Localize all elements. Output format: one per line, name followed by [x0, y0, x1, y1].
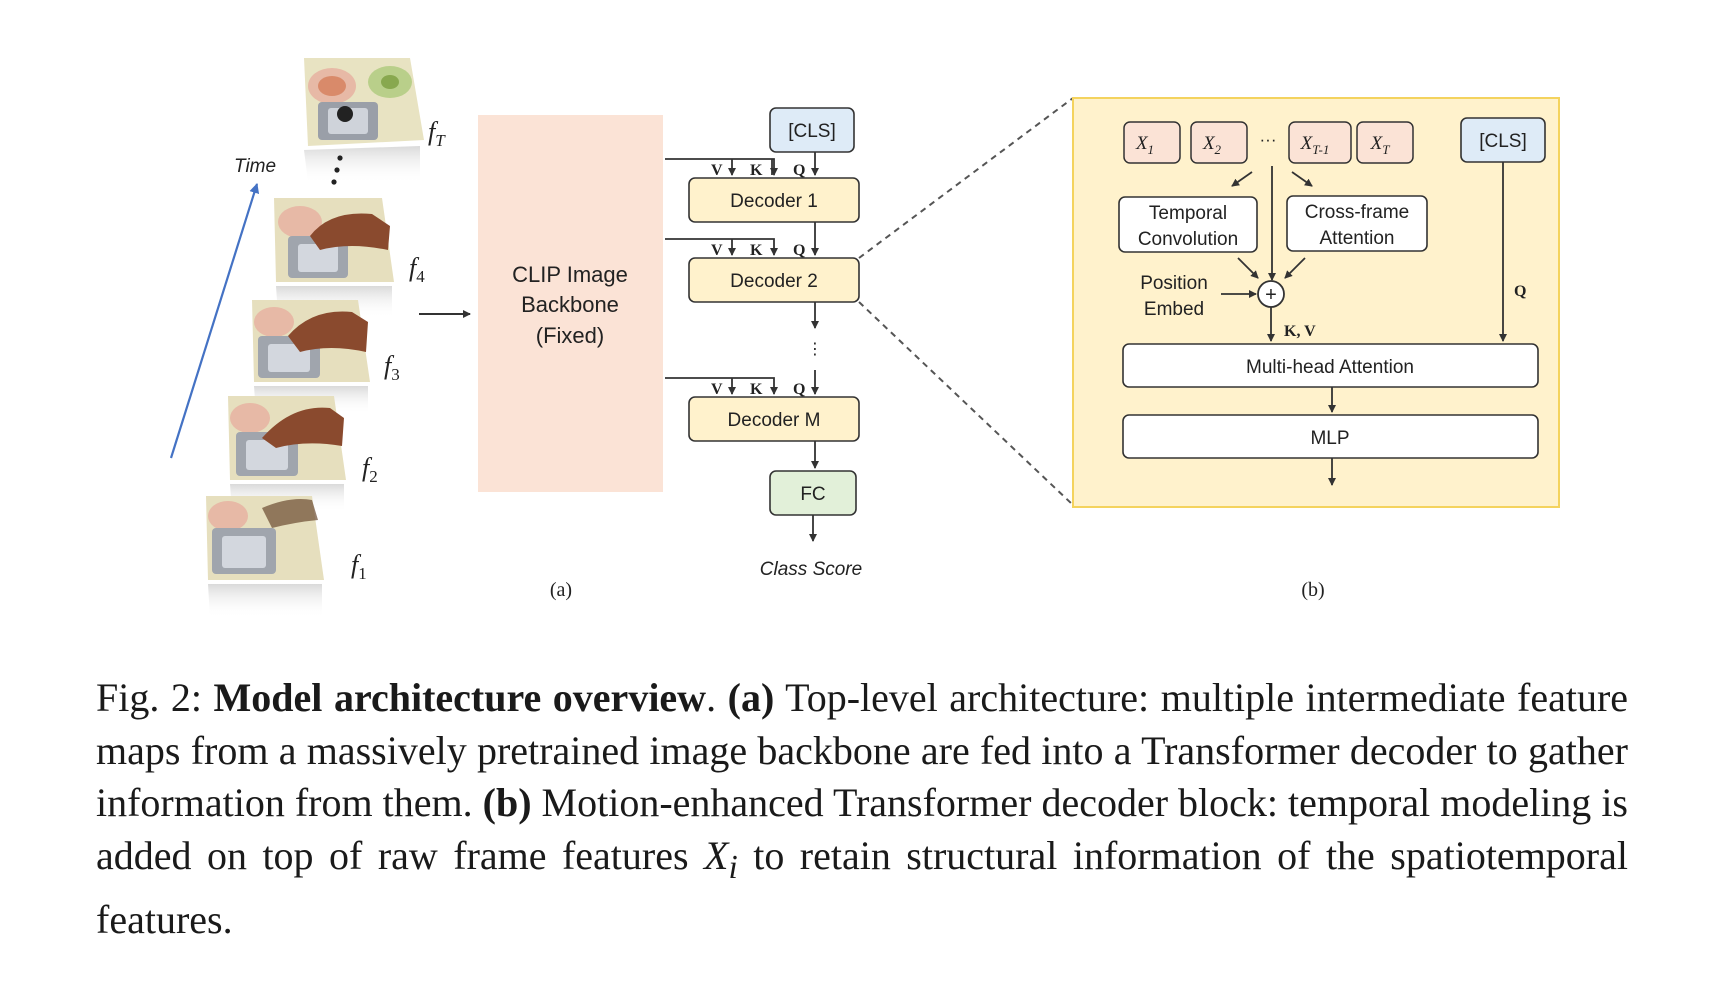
- input-xt-label: XT: [1370, 133, 1391, 157]
- caption-xi: Xi: [704, 832, 738, 886]
- panel-b-sublabel: (b): [1301, 579, 1324, 601]
- d1-q-label: Q: [793, 162, 805, 179]
- input-xt-1-label: XT-1: [1300, 133, 1330, 157]
- input-xt-1-box: [1288, 121, 1352, 164]
- cls-token-label: [CLS]: [788, 121, 836, 142]
- decoder-2-inputs: [665, 222, 819, 256]
- cross-to-plus-arrow: [1284, 257, 1306, 279]
- decoder-2-label: Decoder 2: [730, 271, 818, 292]
- decoder-1-inputs: [665, 152, 819, 176]
- mlp-label: MLP: [1310, 428, 1349, 449]
- caption-b-tag: (b): [482, 780, 532, 825]
- position-embed-line-2: Embed: [1144, 299, 1204, 320]
- input-ellipsis: ···: [1260, 130, 1277, 149]
- input-x1-label: X1: [1135, 133, 1154, 157]
- cls-token-box: [769, 107, 855, 153]
- panel-a-sublabel: (a): [550, 579, 572, 601]
- figure-caption: Fig. 2: Model architecture overview. (a)…: [96, 672, 1628, 947]
- d1-v-label: V: [711, 162, 723, 179]
- caption-title: Model architecture overview: [213, 675, 707, 720]
- frame-1-image: [206, 496, 324, 618]
- frame-label-f4: f4: [409, 253, 425, 286]
- frame-t-image: [304, 58, 424, 184]
- d2-k-label: K: [750, 242, 763, 259]
- backbone-line-1: CLIP Image: [512, 262, 628, 287]
- time-arrow: [169, 183, 260, 459]
- frame-label-f1: f1: [351, 550, 367, 583]
- caption-a-text: Top-level architecture: multiple interme…: [96, 675, 1629, 825]
- caption-a-tag: (a): [727, 675, 775, 720]
- to-temporal-conv-arrow: [1231, 171, 1253, 187]
- input-x2-box: [1190, 121, 1248, 164]
- frame-2-image: [228, 396, 346, 512]
- decoder-1-box: [688, 177, 860, 223]
- frame-label-f2: f2: [362, 453, 378, 486]
- frame-3-image: [252, 300, 370, 414]
- caption-b-text: Motion-enhanced Transformer decoder bloc…: [96, 780, 1628, 878]
- d1-k-label: K: [750, 162, 763, 179]
- caption-end-text: to retain structural information of the …: [96, 832, 1628, 943]
- d2-v-label: V: [711, 242, 723, 259]
- dm-v-label: V: [711, 381, 723, 398]
- add-symbol: +: [1265, 284, 1277, 306]
- q-label: Q: [1514, 283, 1526, 300]
- input-x2-label: X2: [1202, 133, 1222, 157]
- dm-q-label: Q: [793, 381, 805, 398]
- clip-backbone-box: [478, 115, 663, 492]
- position-embed-line-1: Position: [1140, 273, 1208, 294]
- temporal-to-plus-arrow: [1237, 257, 1259, 279]
- temporal-conv-line-2: Convolution: [1138, 229, 1238, 250]
- decoder-vdots: ⋮: [807, 341, 823, 358]
- to-cross-frame-arrow: [1291, 171, 1313, 187]
- zoom-line-bottom: [858, 301, 1074, 506]
- decoder-m-box: [688, 396, 860, 442]
- input-x1-box: [1123, 121, 1181, 164]
- multi-head-attention-box: [1122, 343, 1539, 388]
- temporal-conv-line-1: Temporal: [1149, 203, 1227, 224]
- decoder-m-label: Decoder M: [728, 410, 821, 431]
- video-frames: [206, 58, 424, 618]
- panel-b-cls-label: [CLS]: [1479, 131, 1527, 152]
- zoom-line-top: [858, 97, 1074, 259]
- caption-after-title: .: [706, 675, 728, 720]
- kv-label: K, V: [1284, 323, 1316, 340]
- decoder-1-label: Decoder 1: [730, 191, 818, 212]
- cross-frame-line-2: Attention: [1320, 228, 1395, 249]
- temporal-conv-box: [1118, 196, 1258, 253]
- time-label: Time: [234, 156, 276, 177]
- mlp-box: [1122, 414, 1539, 459]
- input-xt-box: [1356, 121, 1414, 164]
- backbone-line-2: Backbone: [521, 292, 619, 317]
- decoder-m-inputs: [665, 370, 819, 395]
- caption-fig-number: Fig. 2:: [96, 675, 214, 720]
- class-score-label: Class Score: [760, 559, 862, 580]
- dm-k-label: K: [750, 381, 763, 398]
- cross-frame-line-1: Cross-frame: [1305, 202, 1410, 223]
- frame-label-ft: fT: [428, 117, 446, 150]
- fc-label: FC: [800, 484, 825, 505]
- frame-label-f3: f3: [384, 351, 400, 384]
- panel-b: X1 X2 ··· XT-1 XT [CLS] Temporal Convolu…: [1072, 97, 1560, 601]
- cross-frame-box: [1286, 195, 1428, 252]
- panel-a: Time: [169, 58, 862, 618]
- multi-head-attention-label: Multi-head Attention: [1246, 357, 1414, 378]
- d2-q-label: Q: [793, 242, 805, 259]
- decoder-2-box: [688, 257, 860, 303]
- backbone-line-3: (Fixed): [536, 323, 604, 348]
